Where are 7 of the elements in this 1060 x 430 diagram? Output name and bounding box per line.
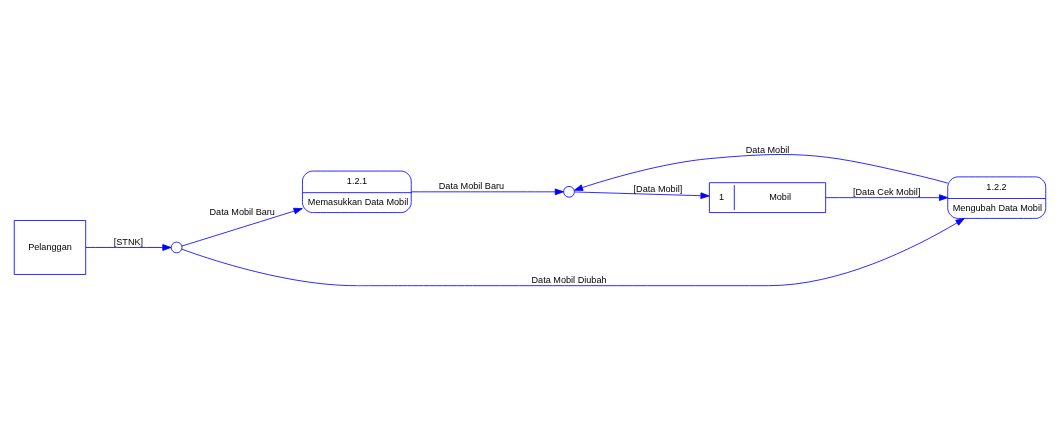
edge-label: [STNK]	[113, 236, 144, 247]
edge-label: Data Mobil Baru	[209, 206, 275, 217]
edge-label: [Data Cek Mobil]	[852, 186, 921, 197]
edge-label: Data Mobil Baru	[438, 180, 505, 191]
edge-label: [Data Mobil]	[633, 183, 683, 194]
edge-label: Data Mobil	[745, 144, 790, 155]
edge-label: Data Mobil Diubah	[531, 274, 607, 285]
